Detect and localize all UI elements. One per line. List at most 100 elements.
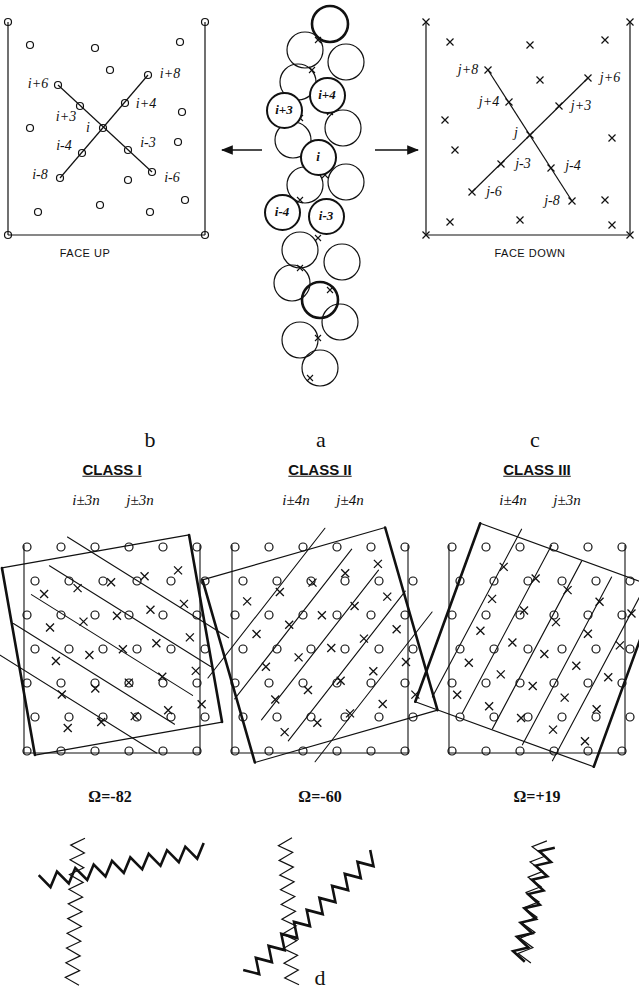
packing-line: [13, 623, 174, 724]
residue-label: i-4: [56, 138, 72, 153]
residue-label: i-6: [164, 170, 180, 185]
x-mark: [113, 612, 121, 620]
x-mark: [80, 618, 88, 626]
x-mark: [453, 691, 461, 699]
x-mark: [476, 627, 484, 635]
residue-label: j+3: [571, 98, 591, 113]
lattice-circle: [31, 645, 39, 653]
lattice-circle: [401, 543, 409, 551]
x-mark: [609, 135, 616, 142]
residue-label: i+4: [318, 87, 336, 103]
residue-circle: i+4: [309, 77, 346, 114]
residue-label: j: [514, 125, 518, 140]
class-heading: CLASS II: [288, 462, 351, 479]
x-mark: [198, 700, 206, 708]
packing-line: [235, 549, 352, 699]
x-mark: [186, 633, 194, 641]
x-mark: [402, 658, 410, 666]
lattice-circle: [409, 577, 417, 585]
lattice-circle: [626, 713, 634, 721]
x-mark: [497, 670, 505, 678]
lattice-circle: [92, 45, 99, 52]
view-label: FACE DOWN: [494, 247, 565, 259]
frame-line: [202, 527, 385, 579]
x-mark: [609, 222, 616, 229]
residue-label: j+8: [458, 62, 478, 77]
lattice-circle: [55, 82, 62, 89]
packing-line: [522, 577, 611, 745]
lattice-circle: [159, 611, 167, 619]
lattice-circle: [91, 747, 99, 755]
lattice-circle: [558, 577, 566, 585]
residue-circle: i: [300, 139, 337, 176]
lattice-circle: [99, 577, 107, 585]
frame-line: [480, 523, 639, 588]
x-mark: [97, 718, 105, 726]
lattice-circle: [193, 747, 201, 755]
lattice-circle: [23, 679, 31, 687]
lattice-circle: [409, 645, 417, 653]
lattice-circle: [592, 645, 600, 653]
view-label: FACE UP: [60, 247, 111, 259]
lattice-circle: [133, 645, 141, 653]
lattice-circle: [23, 543, 31, 551]
x-mark: [379, 700, 387, 708]
lattice-circle: [182, 197, 189, 204]
lattice-circle: [333, 611, 341, 619]
x-mark: [307, 375, 313, 381]
lattice-circle: [333, 747, 341, 755]
lattice-circle: [167, 645, 175, 653]
frame-line: [385, 527, 437, 710]
lattice-circle: [482, 747, 490, 755]
x-mark: [318, 611, 326, 619]
x-mark: [52, 657, 60, 665]
packing-line: [492, 561, 581, 729]
contact-rule: j±3n: [553, 492, 580, 509]
lattice-circle: [57, 175, 64, 182]
lattice-circle: [367, 611, 375, 619]
x-mark: [556, 103, 563, 110]
lattice-circle: [193, 679, 201, 687]
contact-rule: i±4n: [499, 492, 526, 509]
x-mark: [423, 19, 430, 26]
x-mark: [315, 235, 321, 241]
x-mark: [91, 685, 99, 693]
lattice-circle: [448, 747, 456, 755]
lattice-circle: [448, 543, 456, 551]
residue-label: i-4: [275, 204, 289, 220]
lattice-circle: [375, 713, 383, 721]
frame-line: [415, 523, 480, 702]
x-mark: [281, 728, 289, 736]
lattice-circle: [57, 679, 65, 687]
helix-backbone: [243, 850, 373, 974]
frame-line: [204, 22, 205, 235]
crossing-angle: Ω=-60: [298, 788, 341, 806]
frame-line: [202, 580, 254, 763]
residue-label: i+3: [275, 102, 293, 118]
x-mark: [529, 682, 537, 690]
lattice-circle: [202, 19, 209, 26]
lattice-circle: [239, 645, 247, 653]
lattice-circle: [401, 747, 409, 755]
residue-label: i-3: [140, 135, 156, 150]
x-mark: [485, 67, 492, 74]
lattice-circle: [167, 577, 175, 585]
lattice-circle: [100, 125, 107, 132]
frame-line: [594, 588, 639, 767]
packing-line: [432, 529, 521, 697]
residue-label: j-3: [515, 156, 531, 171]
lattice-circle: [558, 645, 566, 653]
residue-label: i+4: [136, 96, 156, 111]
lattice-circle: [125, 747, 133, 755]
residue-circle-thin: [325, 110, 361, 146]
x-mark: [527, 132, 534, 139]
lattice-circle: [231, 611, 239, 619]
x-mark: [627, 19, 634, 26]
lattice-circle: [79, 150, 86, 157]
frame-line: [2, 535, 189, 568]
x-mark: [141, 572, 149, 580]
packing-line: [262, 570, 379, 720]
x-mark: [243, 597, 251, 605]
